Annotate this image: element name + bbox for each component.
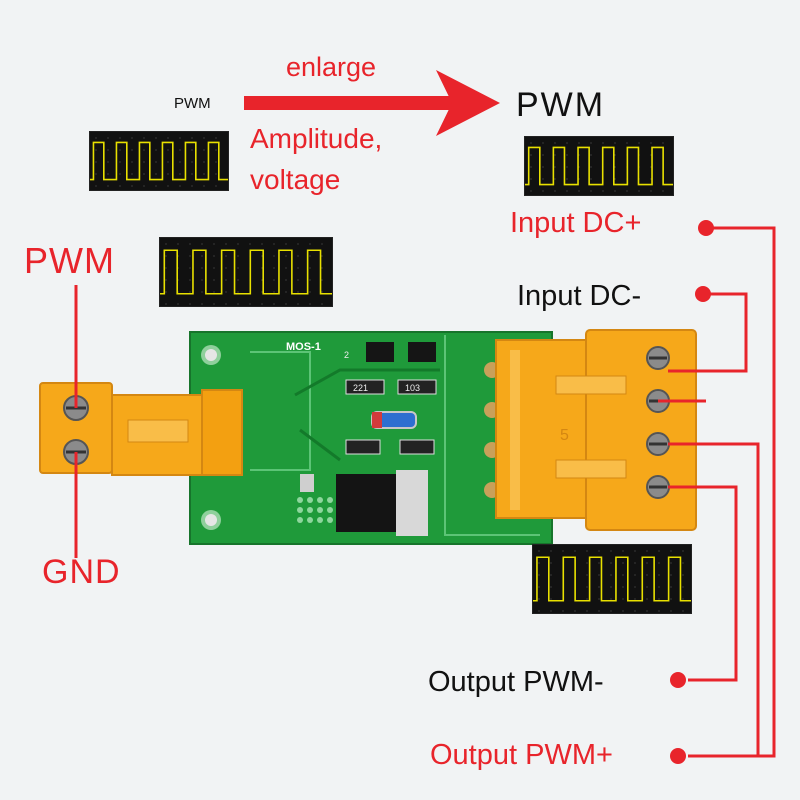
input-terminal-2pin (39, 382, 243, 476)
input-dc-minus-label: Input DC- (517, 280, 642, 312)
terminal-dot (670, 672, 686, 688)
wire-input-dc-minus (668, 292, 748, 373)
connection-wires (74, 226, 776, 758)
capacitor-label: 2 (344, 350, 349, 360)
wire-input-dc-plus (688, 226, 776, 758)
mounting-hole (201, 510, 221, 530)
pwm-enlarged-waveform (525, 137, 673, 195)
output-pwm-plus-label: Output PWM+ (430, 739, 613, 771)
pcb-board: MOS-1 221 103 2 (189, 331, 553, 545)
output-pwm-minus-label: Output PWM- (428, 666, 604, 698)
voltage-label: voltage (250, 164, 341, 195)
amplitude-label: Amplitude, (250, 123, 383, 154)
resistor-label: 103 (405, 383, 420, 393)
output-terminal-4pin: 5 (495, 329, 697, 531)
resistor-label: 221 (353, 383, 368, 393)
screw-icon (646, 346, 670, 370)
gnd-label: GND (42, 553, 121, 591)
wire-output-pwm-minus (668, 485, 738, 682)
pwm-waveform (160, 238, 332, 306)
terminal-mark: 5 (560, 427, 569, 444)
enlarge-label: enlarge (286, 52, 377, 82)
terminal-dot (695, 286, 711, 302)
pwm-output-title: PWM (516, 86, 606, 124)
square-wave-trace (533, 556, 691, 602)
wire-output-pwm-plus (668, 442, 760, 756)
square-wave-trace (160, 249, 332, 295)
pwm-small-label: PWM (174, 95, 211, 112)
pwm-input-waveform (90, 132, 228, 190)
input-dc-plus-label: Input DC+ (510, 207, 642, 239)
square-wave-trace (90, 141, 228, 181)
mounting-hole (201, 345, 221, 365)
silkscreen-label: MOS-1 (286, 341, 321, 353)
square-wave-trace (525, 146, 673, 186)
screw-icon (646, 432, 670, 456)
enlarge-arrow-icon (244, 70, 500, 136)
pwm-output-waveform (533, 545, 691, 613)
pwm-input-label: PWM (24, 240, 115, 281)
screw-icon (646, 475, 670, 499)
terminal-dot (670, 748, 686, 764)
terminal-dot (698, 220, 714, 236)
